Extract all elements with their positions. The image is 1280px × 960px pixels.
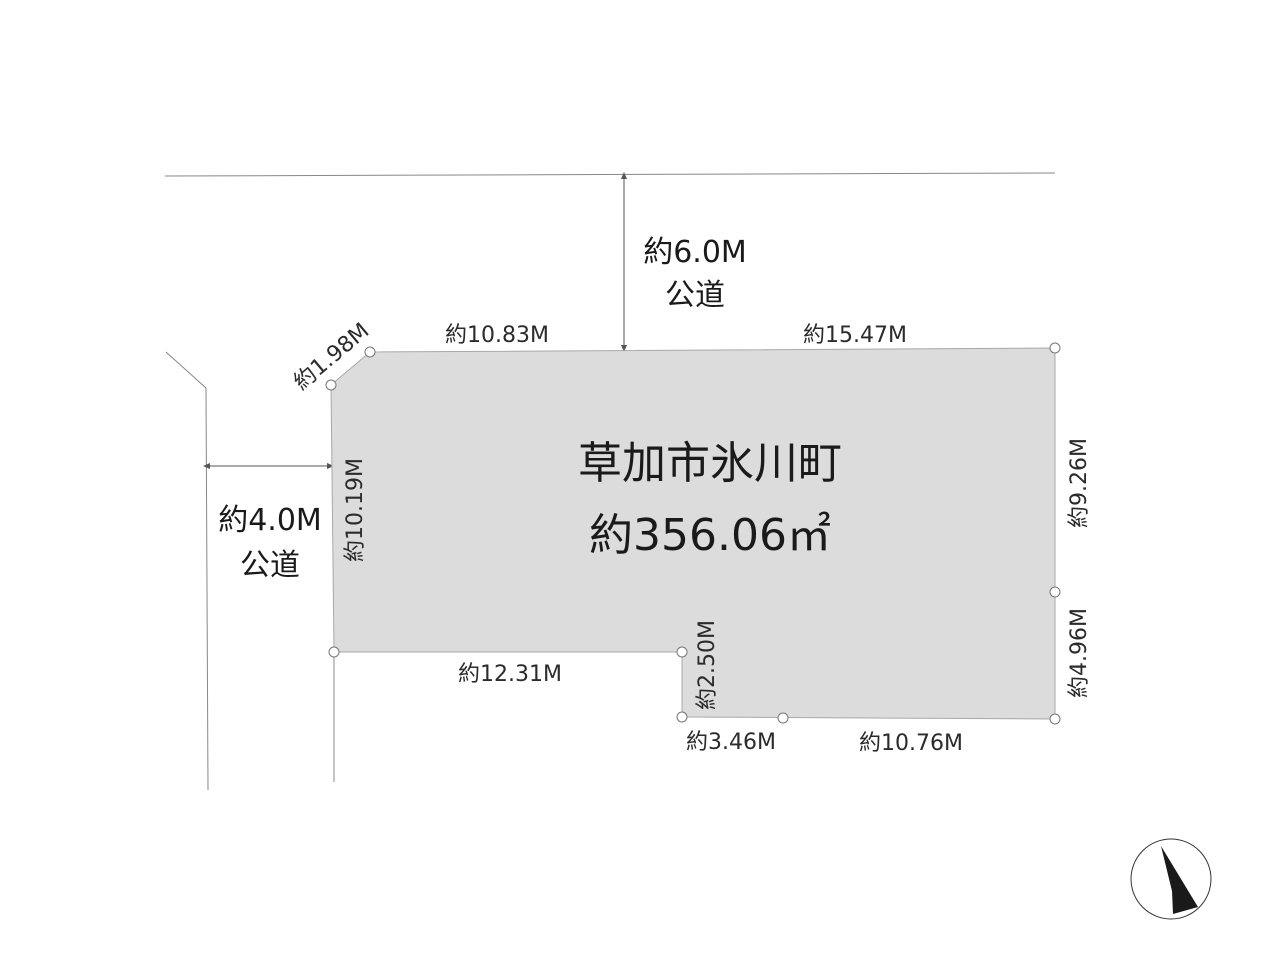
right-lower-boundary-label: 約4.96M [1067, 608, 1092, 698]
bottom-step-boundary-label: 約3.46M [686, 730, 776, 755]
north-road-width-label: 約6.0M [643, 235, 747, 270]
top-right-boundary-label: 約15.47M [803, 323, 907, 348]
step-boundary-label: 約2.50M [695, 620, 720, 710]
north-road-dimension-arrow-bottom [621, 345, 627, 352]
west-road-dimension-arrow-left [203, 463, 210, 469]
corner-point [676, 711, 688, 723]
corner-point [328, 646, 340, 658]
north-road-dimension-arrow-top [621, 172, 627, 179]
west-road-edge-line [165, 351, 209, 791]
west-road-dimension-arrow-right [327, 463, 334, 469]
top-left-boundary-label: 約10.83M [445, 323, 549, 348]
corner-point [777, 712, 789, 724]
west-road-type-label: 公道 [240, 548, 300, 583]
compass-needle [1161, 846, 1198, 914]
left-boundary-label: 約10.19M [343, 458, 368, 562]
north-road-edge-line [164, 172, 1056, 177]
north-road-type-label: 公道 [665, 278, 725, 313]
right-upper-boundary-label: 約9.26M [1067, 438, 1092, 528]
road-lines [164, 172, 1056, 791]
road-dimension-lines [203, 172, 627, 469]
corner-point [1049, 342, 1061, 354]
corner-point [325, 379, 337, 391]
bottom-right-boundary-label: 約10.76M [859, 731, 963, 756]
lot-area-label: 約356.06㎡ [589, 510, 831, 561]
lot-location-label: 草加市氷川町 [578, 438, 842, 489]
corner-point [1049, 586, 1061, 598]
bottom-left-boundary-label: 約12.31M [458, 662, 562, 687]
corner-point [364, 346, 376, 358]
north-arrow-icon [1130, 838, 1212, 920]
corner-point [1049, 713, 1061, 725]
corner-points [325, 342, 1061, 725]
west-road-width-label: 約4.0M [218, 503, 322, 538]
lot-polygon [330, 347, 1056, 720]
corner-point [676, 646, 688, 658]
